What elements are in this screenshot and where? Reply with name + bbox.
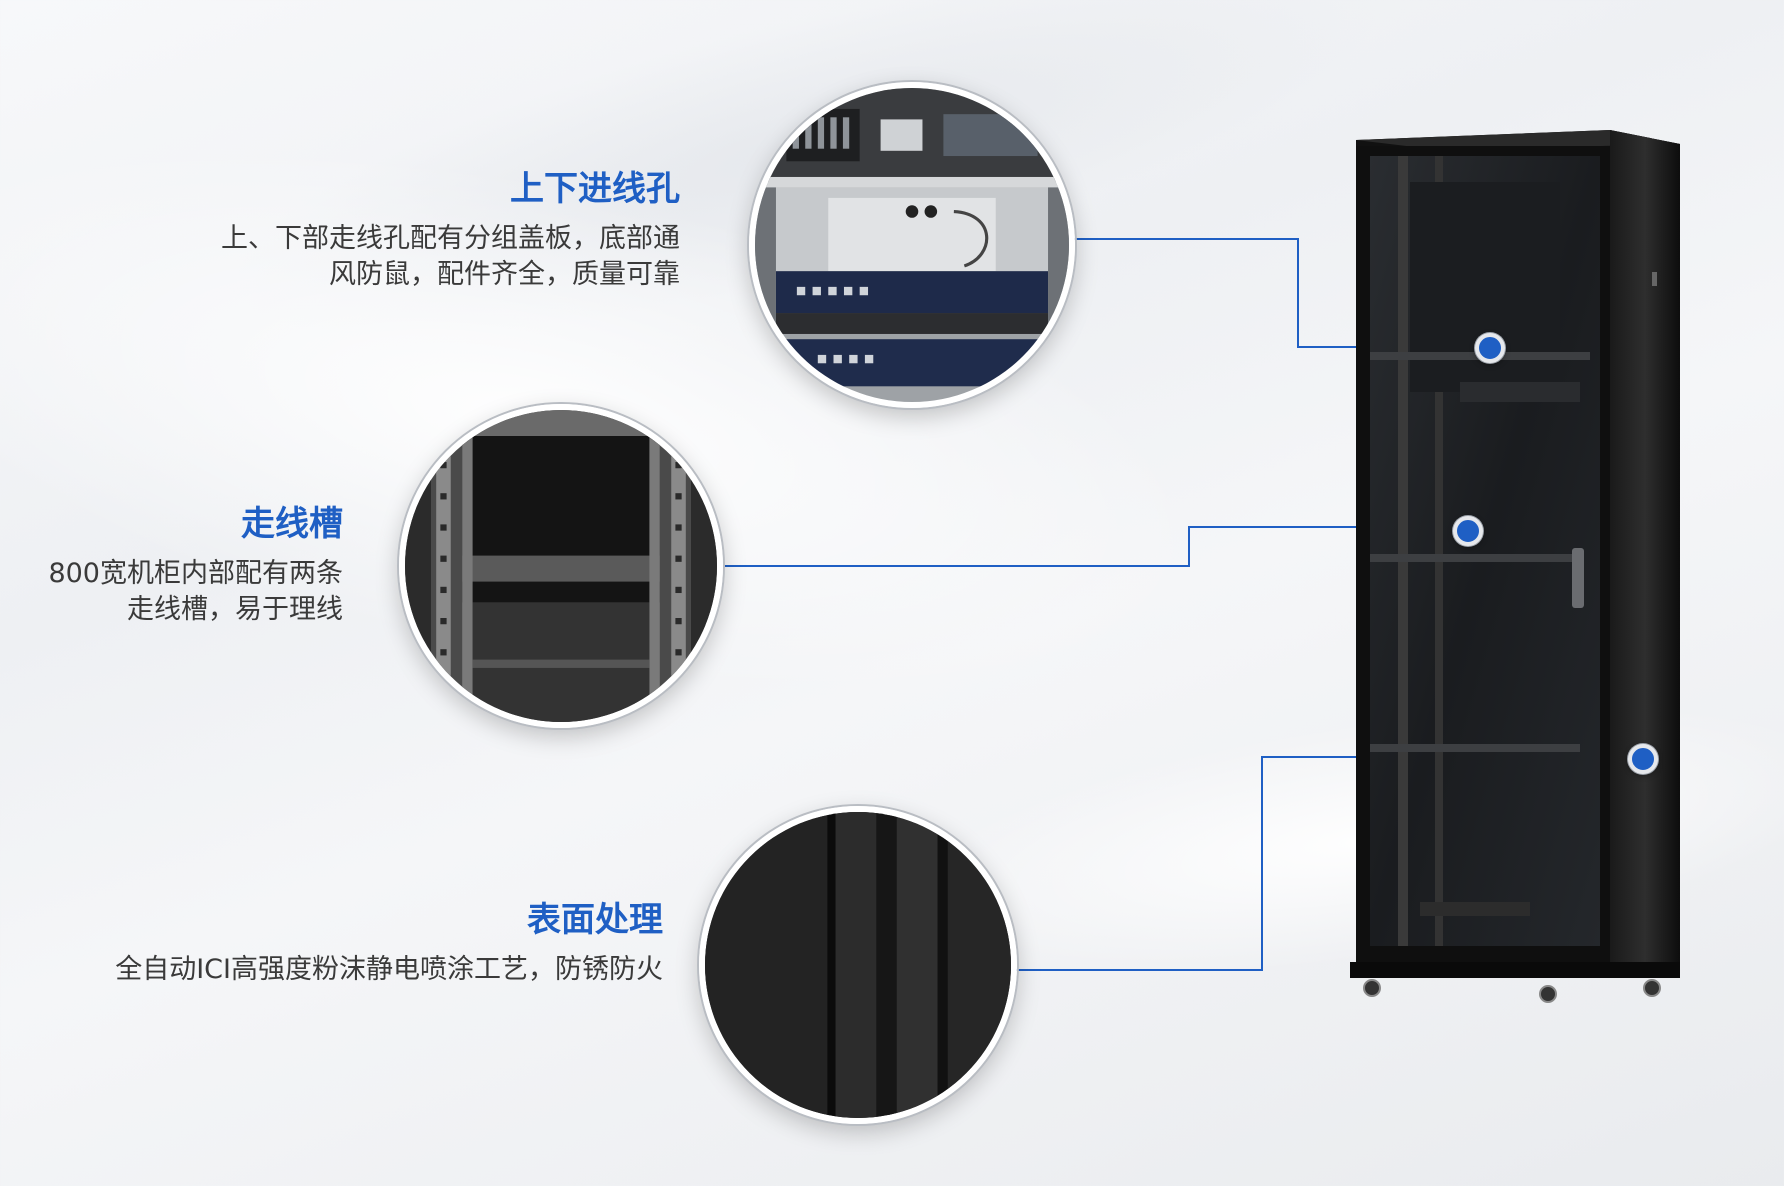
server-cabinet-image — [1350, 130, 1680, 1003]
feature-description: 800宽机柜内部配有两条 走线槽，易于理线 — [0, 556, 343, 628]
detail-image-surface-finish — [699, 806, 1017, 1124]
description-line: 全自动ICI高强度粉沫静电喷涂工艺，防锈防火 — [115, 954, 663, 985]
detail-image-cable-trough — [399, 404, 723, 728]
feature-title: 走线槽 — [241, 504, 343, 544]
feature-surface-treatment: 表面处理 全自动ICI高强度粉沫静电喷涂工艺，防锈防火 — [0, 900, 663, 988]
callout-dot-icon — [1628, 744, 1658, 774]
description-line: 上、下部走线孔配有分组盖板，底部通 — [221, 223, 680, 254]
callout-dot-icon — [1475, 333, 1505, 363]
callout-dot-icon — [1453, 516, 1483, 546]
feature-title: 表面处理 — [527, 900, 663, 940]
feature-cable-trough: 走线槽 800宽机柜内部配有两条 走线槽，易于理线 — [0, 504, 343, 628]
feature-title: 上下进线孔 — [510, 169, 680, 209]
detail-image-cable-entry — [749, 82, 1075, 408]
feature-description: 上、下部走线孔配有分组盖板，底部通 风防鼠，配件齐全，质量可靠 — [80, 221, 680, 293]
description-line: 800宽机柜内部配有两条 — [48, 558, 343, 589]
description-line: 走线槽，易于理线 — [127, 594, 343, 625]
callout-line — [711, 526, 1464, 567]
feature-cable-entry: 上下进线孔 上、下部走线孔配有分组盖板，底部通 风防鼠，配件齐全，质量可靠 — [80, 169, 680, 293]
description-line: 风防鼠，配件齐全，质量可靠 — [329, 259, 680, 290]
feature-description: 全自动ICI高强度粉沫静电喷涂工艺，防锈防火 — [0, 952, 663, 988]
